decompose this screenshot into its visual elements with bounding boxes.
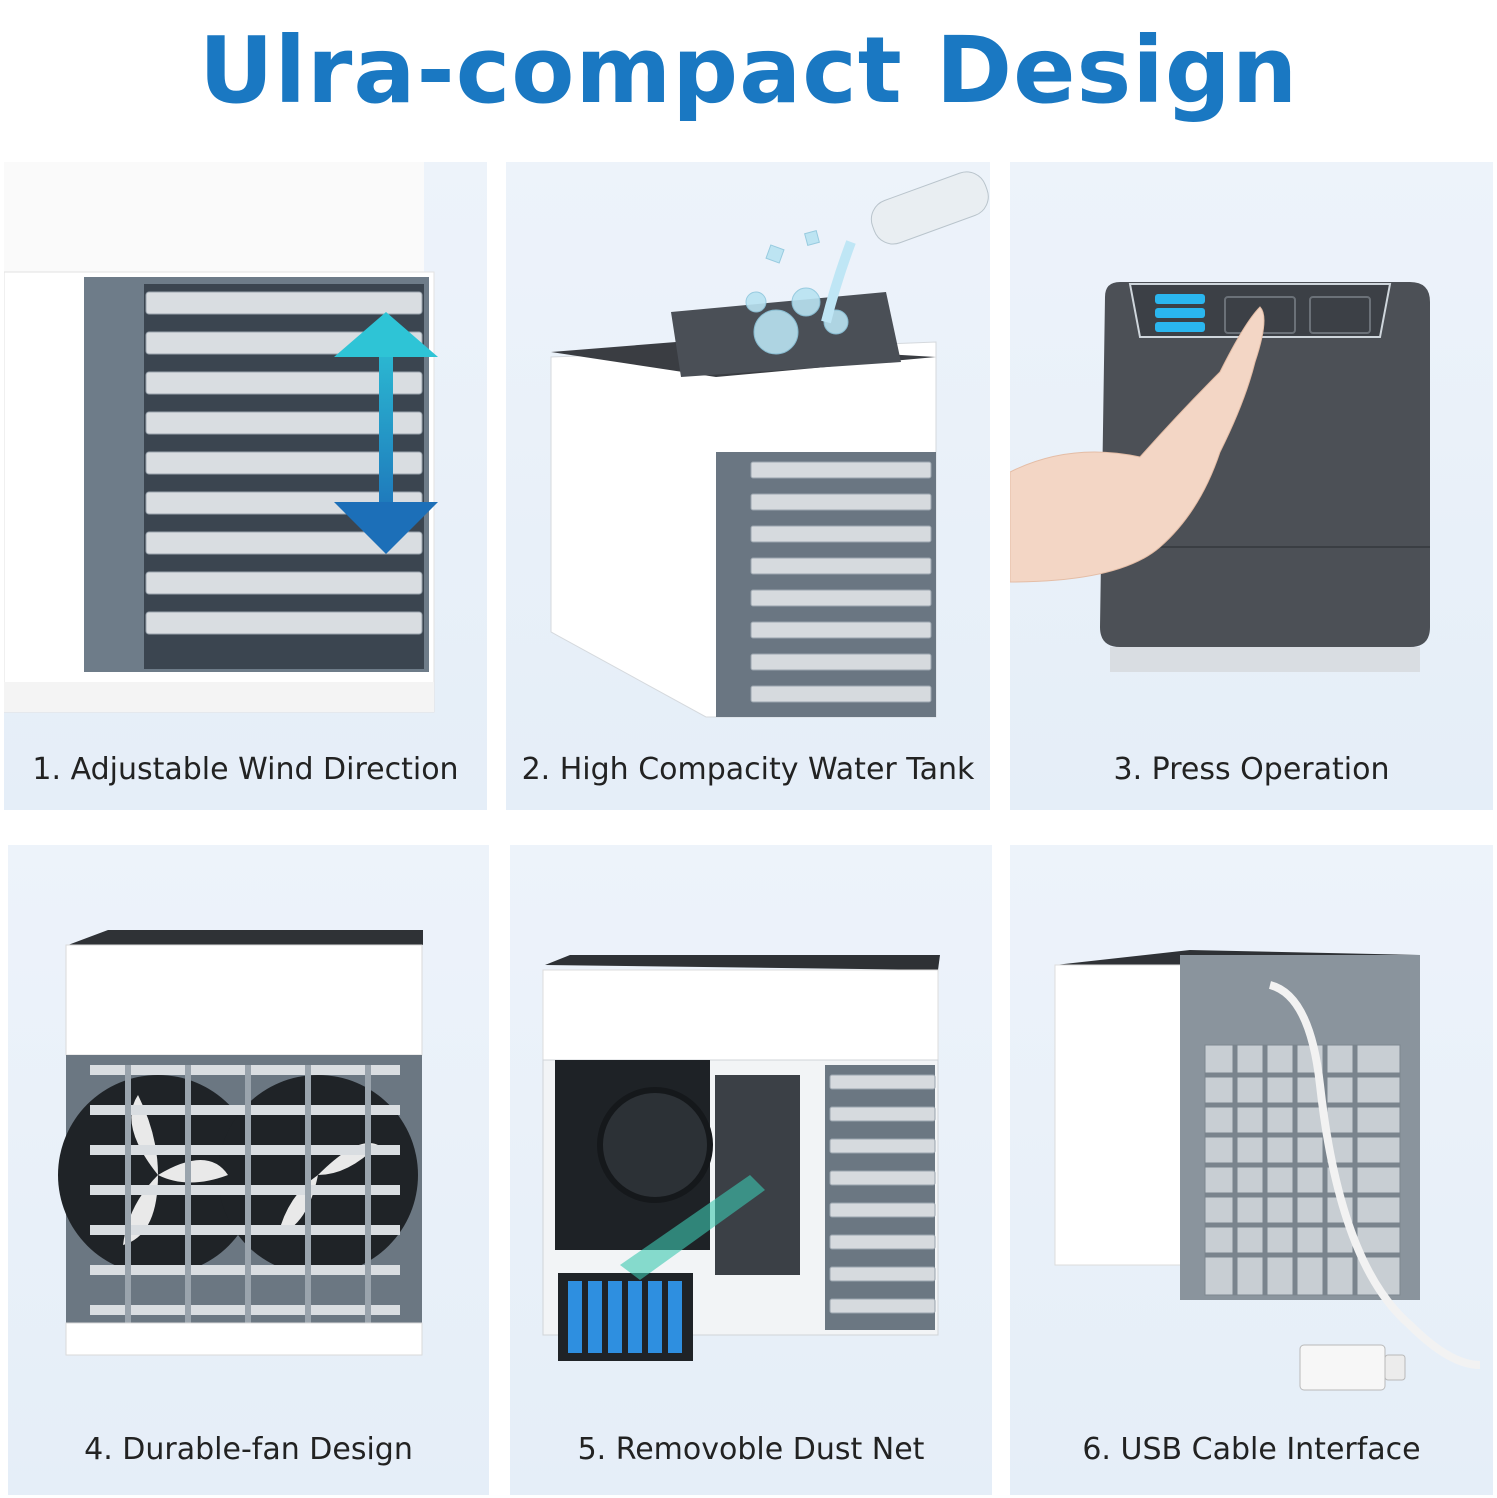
cooler-louvers-arrow-icon <box>4 162 438 713</box>
touch-panel-finger-icon <box>1010 282 1430 672</box>
dust-filter-icon <box>542 955 940 1361</box>
feature-card-durable-fan: 4. Durable-fan Design <box>8 845 489 1495</box>
feature-card-water-tank: 2. High Compacity Water Tank <box>506 162 990 810</box>
water-tank-ice-icon <box>550 171 989 718</box>
feature-caption: 4. Durable-fan Design <box>84 1432 413 1467</box>
feature-card-dust-net: 5. Removoble Dust Net <box>510 845 992 1495</box>
feature-card-usb-cable: 6. USB Cable Interface <box>1010 845 1493 1495</box>
feature-caption: 3. Press Operation <box>1113 752 1390 787</box>
usb-cable-icon <box>1054 950 1481 1391</box>
feature-card-wind-direction: 1. Adjustable Wind Direction <box>4 162 487 810</box>
fan-grille-icon <box>58 930 423 1356</box>
page-title: Ulra-compact Design <box>198 16 1299 124</box>
feature-caption: 6. USB Cable Interface <box>1082 1432 1421 1467</box>
feature-caption: 2. High Compacity Water Tank <box>521 752 975 787</box>
feature-caption: 1. Adjustable Wind Direction <box>32 752 459 787</box>
feature-card-press-operation: 3. Press Operation <box>1010 162 1493 810</box>
feature-caption: 5. Removoble Dust Net <box>577 1432 925 1467</box>
